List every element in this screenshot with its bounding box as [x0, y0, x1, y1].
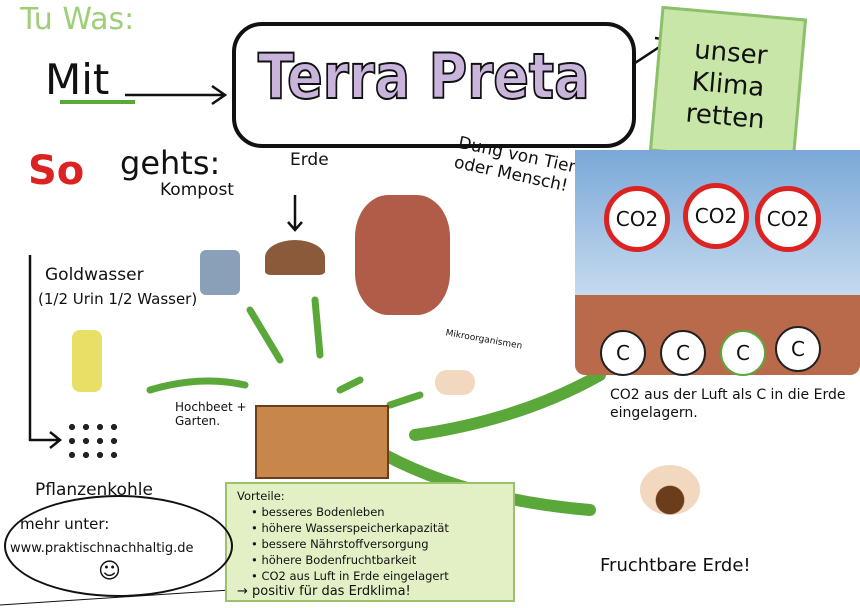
arrow-box-to-soil	[409, 369, 606, 441]
so-label: So	[28, 148, 85, 194]
arrow-erde	[287, 195, 303, 232]
website-link[interactable]: www.praktischnachhaltig.de	[10, 541, 194, 556]
arrow-mit-to-title	[125, 84, 228, 106]
goldwasser-bottle-icon	[72, 330, 102, 392]
page-title: Terra Preta	[257, 39, 590, 114]
charcoal-icon	[65, 420, 125, 460]
erde-label: Erde	[290, 150, 329, 170]
plant-hands-icon	[640, 465, 700, 515]
goal-line: retten	[684, 98, 766, 136]
more-info-bubble: mehr unter: www.praktischnachhaltig.de ☺	[4, 495, 233, 597]
vorteile-item: • bessere Nährstoffversorgung	[251, 537, 429, 551]
gehts-label: gehts:	[120, 144, 221, 182]
cow-icon	[355, 195, 450, 315]
goldwasser-label: Goldwasser	[45, 265, 144, 285]
mit-underline	[60, 100, 135, 104]
goldwasser-sub: (1/2 Urin 1/2 Wasser)	[38, 290, 198, 308]
co2-bubble: CO2	[683, 183, 749, 249]
result-label: Fruchtbare Erde!	[600, 555, 751, 576]
soil-shovel-icon	[265, 240, 325, 275]
carbon-circle: C	[720, 330, 766, 376]
raised-bed-box-icon	[255, 405, 389, 479]
carbon-circle: C	[775, 326, 821, 372]
goal-box: unser Klima retten	[648, 5, 808, 165]
carbon-circle: C	[600, 330, 646, 376]
tu-was-heading: Tu Was:	[20, 2, 135, 37]
co2-caption: CO2 aus der Luft als C in die Erde einge…	[610, 387, 846, 421]
arrow-dung-to-box	[336, 376, 364, 394]
kompost-label: Kompost	[160, 180, 234, 200]
vorteile-item: • höhere Bodenfruchtbarkeit	[251, 553, 417, 567]
vorteile-item: • CO2 aus Luft in Erde eingelagert	[251, 569, 449, 583]
arrow-goldwasser-to-kohle	[28, 255, 63, 449]
smiley-icon: ☺	[98, 559, 121, 584]
compost-bucket-icon	[200, 250, 240, 295]
mehr-unter-label: mehr unter:	[20, 515, 110, 533]
co2-bubble: CO2	[604, 186, 670, 252]
arrow-kohle-to-box	[146, 377, 249, 394]
co2-bubble: CO2	[755, 186, 821, 252]
hand-icon	[435, 370, 475, 395]
vorteile-item: • höhere Wasserspeicherkapazität	[251, 521, 449, 535]
arrow-erde-to-box	[311, 296, 324, 359]
carbon-circle: C	[660, 330, 706, 376]
hochbeet-label: Hochbeet + Garten.	[175, 400, 247, 428]
title-box	[232, 22, 636, 148]
vorteile-conclusion: → positiv für das Erdklima!	[237, 584, 411, 599]
vorteile-item: • besseres Bodenleben	[251, 505, 385, 519]
mit-label: Mit	[45, 55, 110, 104]
vorteile-heading: Vorteile:	[237, 489, 285, 503]
arrow-kompost-to-box	[246, 306, 284, 364]
arrow-mikro-to-box	[386, 391, 424, 409]
vorteile-box: Vorteile: • besseres Bodenleben • höhere…	[225, 482, 515, 602]
